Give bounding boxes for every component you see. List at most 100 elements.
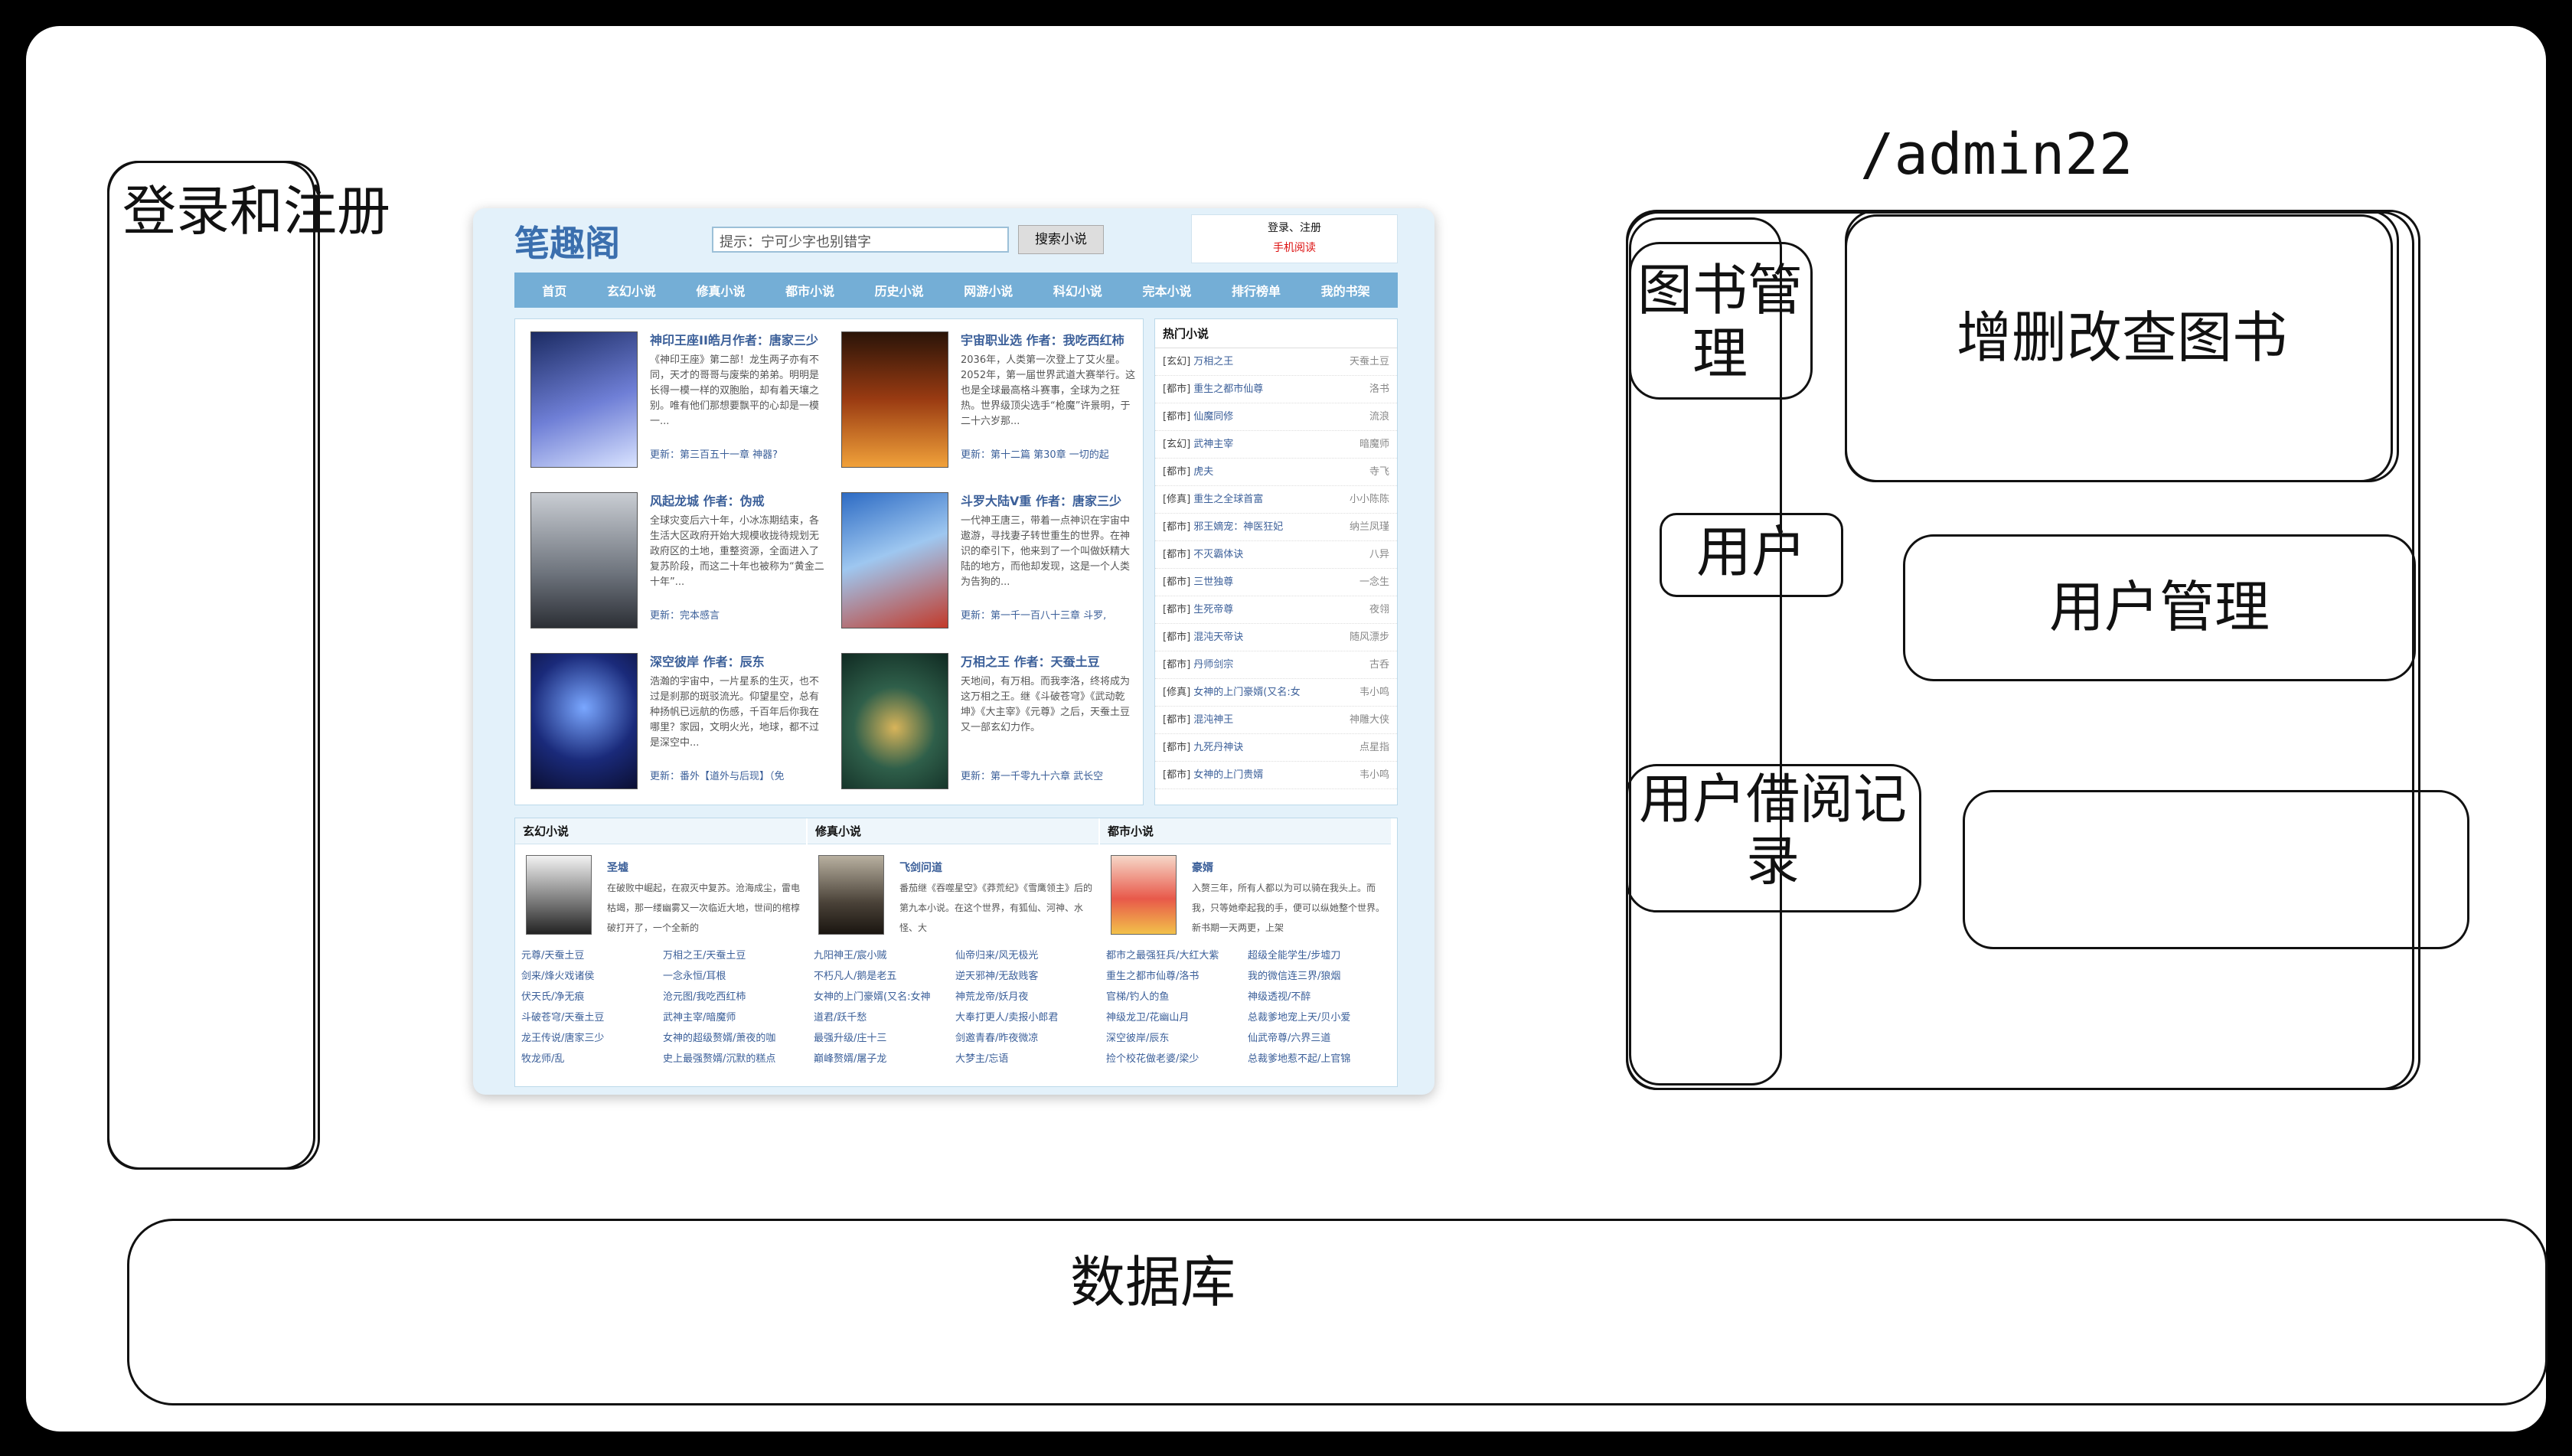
hot-novel-row[interactable]: [都市] 不灭霸体诀八异 xyxy=(1155,541,1397,569)
book-title[interactable]: 万相之王 作者：天蚕土豆 xyxy=(961,655,1100,669)
hot-novel-row[interactable]: [都市] 邪王嫡宠：神医狂妃纳兰凤瑾 xyxy=(1155,514,1397,541)
book-cover[interactable] xyxy=(818,855,884,935)
book-update[interactable]: 更新：番外【道外与后现】（免 xyxy=(650,771,785,782)
book-list-item[interactable]: 一念永恒/耳根 xyxy=(663,971,726,982)
book-list-item[interactable]: 神级透视/不醉 xyxy=(1248,991,1311,1003)
book-title[interactable]: 风起龙城 作者：伪戒 xyxy=(650,494,765,508)
book-list-item[interactable]: 剑来/烽火戏诸侯 xyxy=(521,971,595,982)
nav-ranking[interactable]: 排行榜单 xyxy=(1232,284,1281,299)
nav-xuanhuan[interactable]: 玄幻小说 xyxy=(606,284,656,299)
category-title[interactable]: 玄幻小说 xyxy=(515,818,806,844)
book-title[interactable]: 豪婿 xyxy=(1192,862,1213,874)
hot-novel-row[interactable]: [都市] 三世独尊一念生 xyxy=(1155,569,1397,596)
hot-novel-row[interactable]: [都市] 女神的上门贵婿韦小鸣 xyxy=(1155,762,1397,789)
book-list-item[interactable]: 斗破苍穹/天蚕土豆 xyxy=(521,1012,605,1023)
hot-novel-row[interactable]: [玄幻] 武神主宰暗魔师 xyxy=(1155,431,1397,459)
hot-novel-title[interactable]: 重生之全球首富 xyxy=(1193,494,1264,505)
category-title[interactable]: 修真小说 xyxy=(808,818,1098,844)
hot-novel-title[interactable]: 混沌神王 xyxy=(1193,714,1234,726)
book-cover[interactable] xyxy=(841,331,948,468)
nav-dushi[interactable]: 都市小说 xyxy=(785,284,835,299)
hot-novel-row[interactable]: [都市] 混沌神王神雕大侠 xyxy=(1155,707,1397,734)
featured-book[interactable]: 宇宙职业选 作者：我吃西红柿 2036年，人类第一次登上了艾火星。2052年，第… xyxy=(835,325,1141,478)
hot-novel-title[interactable]: 仙魔同修 xyxy=(1193,411,1234,423)
login-link[interactable]: 登录、注册 xyxy=(1268,222,1321,234)
hot-novel-row[interactable]: [都市] 丹师剑宗古呑 xyxy=(1155,651,1397,679)
hot-novel-title[interactable]: 女神的上门贵婿 xyxy=(1193,769,1264,781)
book-title[interactable]: 飞剑问道 xyxy=(899,862,942,874)
hot-novel-title[interactable]: 三世独尊 xyxy=(1193,576,1234,588)
hot-novel-row[interactable]: [修真] 女神的上门豪婿(又名:女韦小鸣 xyxy=(1155,679,1397,707)
book-list-item[interactable]: 元尊/天蚕土豆 xyxy=(521,950,585,961)
hot-novel-row[interactable]: [都市] 虎夫寺飞 xyxy=(1155,459,1397,486)
book-list-item[interactable]: 伏天氏/净无痕 xyxy=(521,991,585,1003)
book-list-item[interactable]: 史上最强赘婿/沉默的糕点 xyxy=(663,1053,776,1065)
book-list-item[interactable]: 总裁爹地惹不起/上官锦 xyxy=(1248,1053,1351,1065)
book-list-item[interactable]: 大梦主/忘语 xyxy=(955,1053,1009,1065)
site-logo[interactable]: 笔趣阁 xyxy=(514,223,620,264)
book-cover[interactable] xyxy=(530,492,638,628)
hot-novel-title[interactable]: 生死帝尊 xyxy=(1193,604,1234,615)
hot-novel-title[interactable]: 女神的上门豪婿(又名:女 xyxy=(1193,687,1301,698)
book-update[interactable]: 更新：完本感言 xyxy=(650,610,720,622)
book-list-item[interactable]: 仙帝归来/风无极光 xyxy=(955,950,1039,961)
book-list-item[interactable]: 仙武帝尊/六界三道 xyxy=(1248,1033,1331,1044)
book-cover[interactable] xyxy=(1111,855,1177,935)
featured-book[interactable]: 风起龙城 作者：伪戒 全球灾变后六十年，小冰冻期结束，各生活大区政府开始大规模收… xyxy=(524,486,831,639)
book-list-item[interactable]: 都市之最强狂兵/大红大紫 xyxy=(1106,950,1219,961)
featured-book[interactable]: 斗罗大陆V重 作者：唐家三少 一代神王唐三，带着一点神识在宇宙中遨游，寻找妻子转… xyxy=(835,486,1141,639)
search-button[interactable]: 搜索小说 xyxy=(1018,225,1104,254)
hot-novel-row[interactable]: [都市] 生死帝尊夜翎 xyxy=(1155,596,1397,624)
category-title[interactable]: 都市小说 xyxy=(1100,818,1391,844)
hot-novel-row[interactable]: [都市] 重生之都市仙尊洛书 xyxy=(1155,376,1397,403)
book-update[interactable]: 更新：第一千一百八十三章 斗罗, xyxy=(961,610,1107,622)
hot-novel-title[interactable]: 九死丹神诀 xyxy=(1193,742,1244,753)
hot-novel-title[interactable]: 武神主宰 xyxy=(1193,439,1234,450)
book-list-item[interactable]: 不朽凡人/鹅是老五 xyxy=(814,971,897,982)
book-list-item[interactable]: 超级全能学生/步墟刀 xyxy=(1248,950,1341,961)
book-cover[interactable] xyxy=(526,855,592,935)
featured-book[interactable]: 神印王座II皓月作者：唐家三少 《神印王座》第二部！龙生两子亦有不同，天才的哥哥… xyxy=(524,325,831,478)
book-list-item[interactable]: 女神的超级赘婿/萧夜的咖 xyxy=(663,1033,776,1044)
book-update[interactable]: 更新：第三百五十一章 神器? xyxy=(650,449,778,461)
book-list-item[interactable]: 捡个校花做老婆/梁少 xyxy=(1106,1053,1200,1065)
nav-kehuan[interactable]: 科幻小说 xyxy=(1053,284,1102,299)
book-list-item[interactable]: 总裁爹地宠上天/贝小爱 xyxy=(1248,1012,1351,1023)
book-list-item[interactable]: 武神主宰/暗魔师 xyxy=(663,1012,736,1023)
hot-novel-row[interactable]: [玄幻] 万相之王天蚕土豆 xyxy=(1155,348,1397,376)
book-list-item[interactable]: 官梯/钓人的鱼 xyxy=(1106,991,1170,1003)
hot-novel-title[interactable]: 混沌天帝诀 xyxy=(1193,632,1244,643)
book-list-item[interactable]: 我的微信连三界/狼烟 xyxy=(1248,971,1341,982)
featured-book[interactable]: 深空彼岸 作者：辰东 浩瀚的宇宙中，一片星系的生灭，也不过是刹那的斑驳流光。仰望… xyxy=(524,647,831,800)
book-title[interactable]: 深空彼岸 作者：辰东 xyxy=(650,655,765,669)
book-title[interactable]: 宇宙职业选 作者：我吃西红柿 xyxy=(961,333,1124,348)
hot-novel-row[interactable]: [都市] 九死丹神诀点星指 xyxy=(1155,734,1397,762)
search-input[interactable]: 提示：宁可少字也别错字 xyxy=(712,227,1009,253)
hot-novel-title[interactable]: 邪王嫡宠：神医狂妃 xyxy=(1193,521,1284,533)
hot-novel-title[interactable]: 丹师剑宗 xyxy=(1193,659,1234,671)
book-title[interactable]: 斗罗大陆V重 作者：唐家三少 xyxy=(961,494,1121,508)
book-list-item[interactable]: 剑邀青春/昨夜微凉 xyxy=(955,1033,1039,1044)
book-update[interactable]: 更新：第一千零九十六章 武长空 xyxy=(961,771,1104,782)
hot-novel-title[interactable]: 万相之王 xyxy=(1193,356,1234,367)
book-list-item[interactable]: 九阳神王/宸小贼 xyxy=(814,950,887,961)
book-list-item[interactable]: 巅峰赘婿/屠子龙 xyxy=(814,1053,887,1065)
nav-bookshelf[interactable]: 我的书架 xyxy=(1320,284,1370,299)
hot-novel-row[interactable]: [都市] 混沌天帝诀随风漂步 xyxy=(1155,624,1397,651)
nav-home[interactable]: 首页 xyxy=(542,284,567,299)
book-list-item[interactable]: 龙王传说/唐家三少 xyxy=(521,1033,605,1044)
book-list-item[interactable]: 深空彼岸/辰东 xyxy=(1106,1033,1170,1044)
nav-lishi[interactable]: 历史小说 xyxy=(874,284,924,299)
hot-novel-row[interactable]: [都市] 仙魔同修流浪 xyxy=(1155,403,1397,431)
book-list-item[interactable]: 女神的上门豪婿(又名:女神 xyxy=(814,991,931,1003)
book-list-item[interactable]: 大奉打更人/卖报小郎君 xyxy=(955,1012,1059,1023)
hot-novel-title[interactable]: 重生之都市仙尊 xyxy=(1193,384,1264,395)
featured-book[interactable]: 万相之王 作者：天蚕土豆 天地间，有万相。而我李洛，终将成为这万相之王。继《斗破… xyxy=(835,647,1141,800)
book-cover[interactable] xyxy=(530,653,638,789)
book-cover[interactable] xyxy=(841,492,948,628)
book-list-item[interactable]: 沧元图/我吃西红柿 xyxy=(663,991,746,1003)
book-list-item[interactable]: 最强升级/庄十三 xyxy=(814,1033,887,1044)
nav-wangyou[interactable]: 网游小说 xyxy=(964,284,1013,299)
mobile-link[interactable]: 手机阅读 xyxy=(1273,242,1316,254)
book-title[interactable]: 圣墟 xyxy=(607,862,628,874)
